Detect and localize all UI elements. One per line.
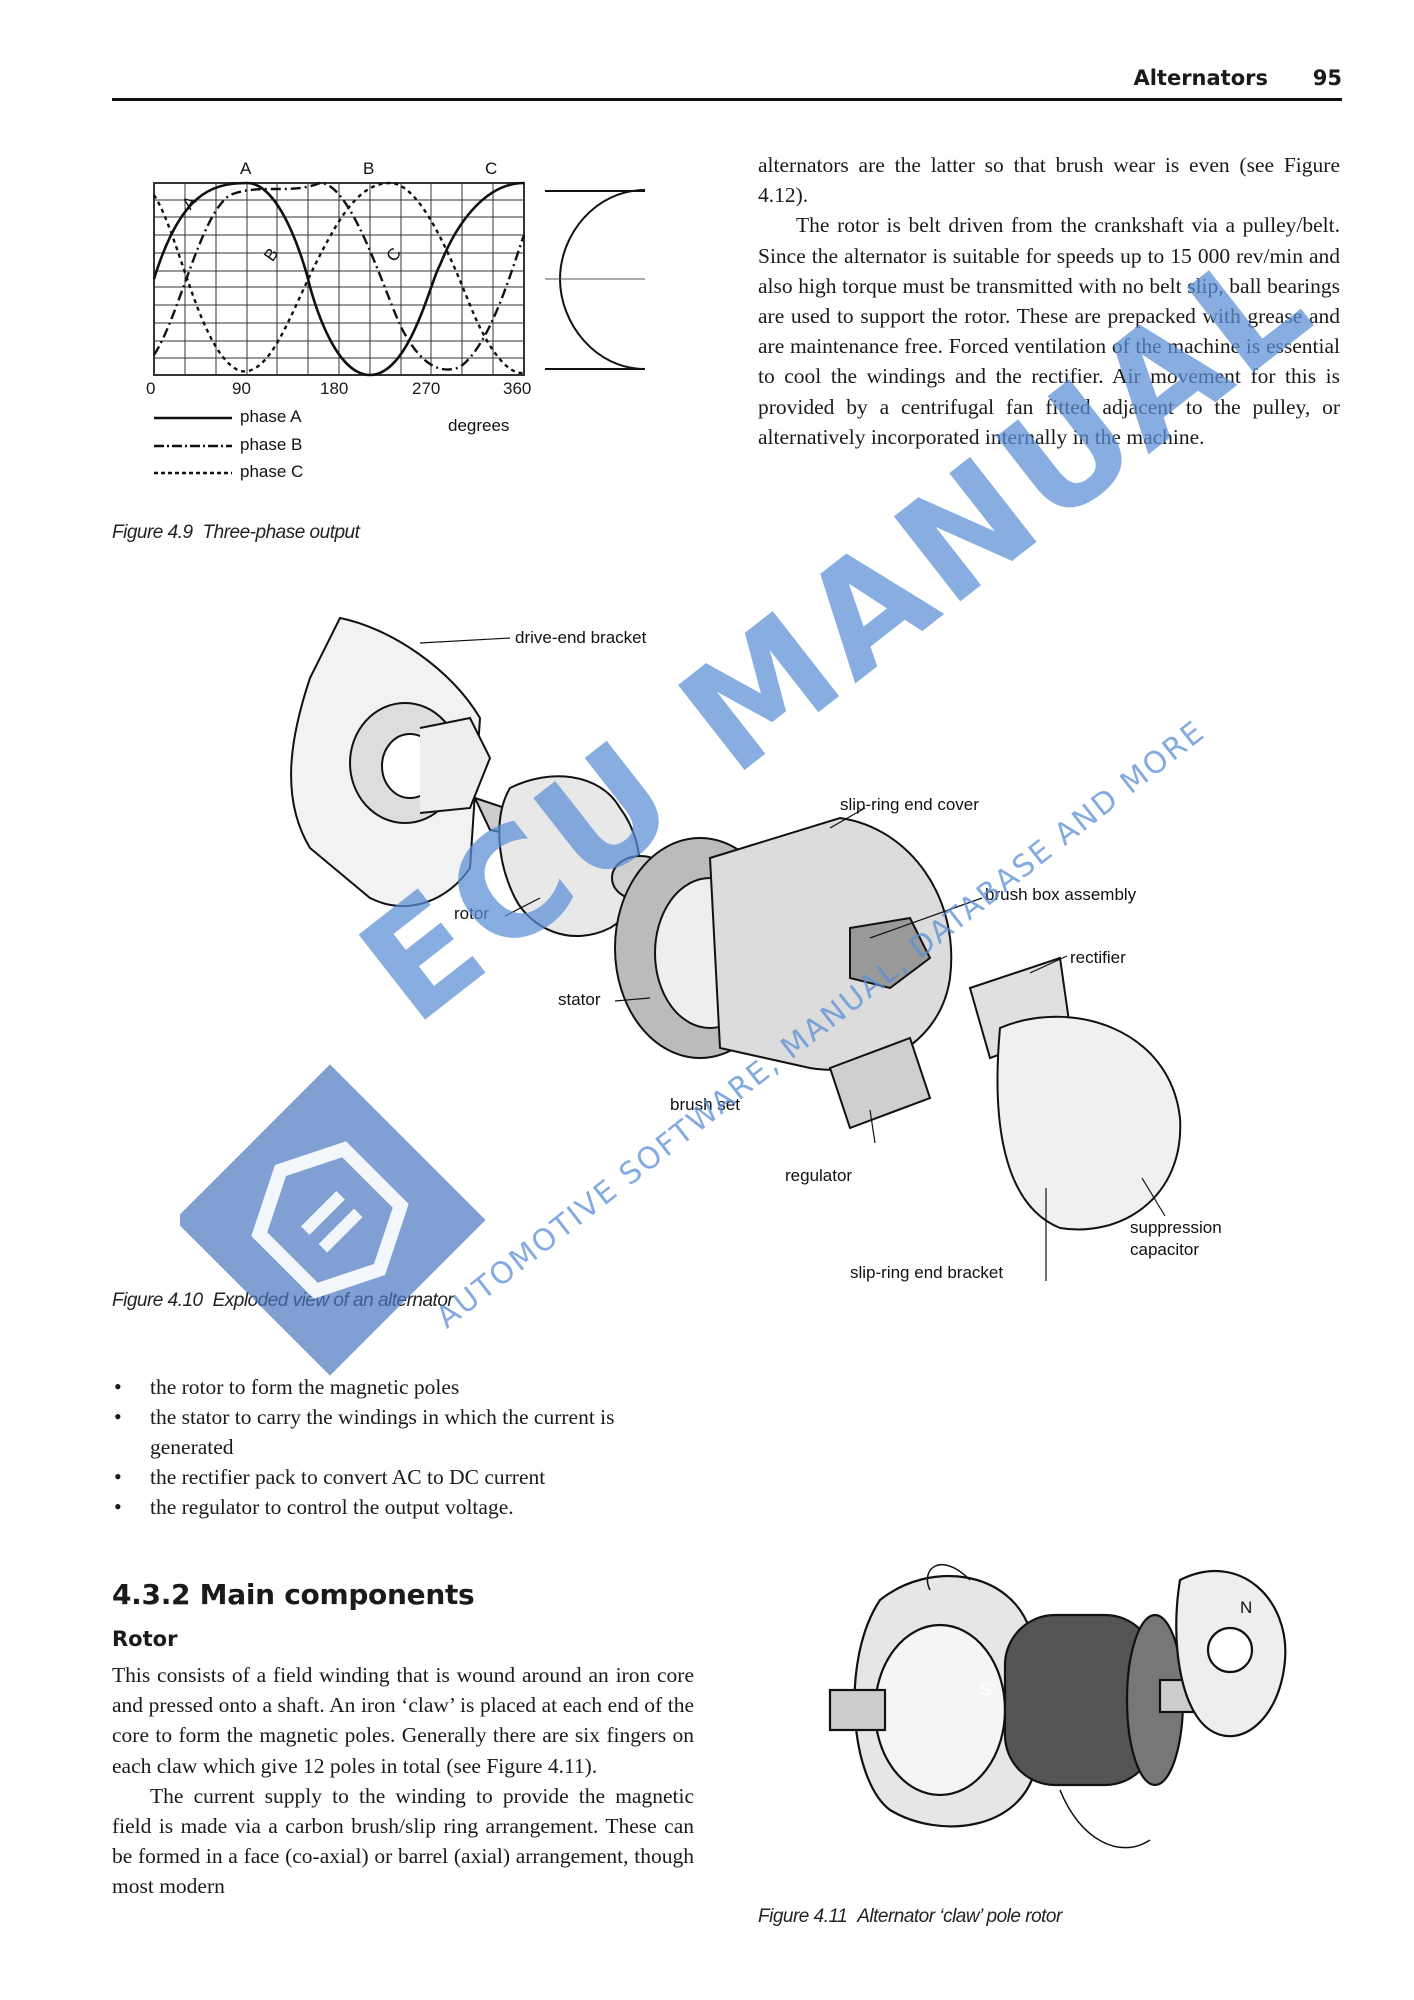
grid (153, 182, 525, 376)
section-heading: 4.3.2 Main components (112, 1578, 475, 1611)
label-stator: stator (558, 990, 601, 1009)
left-claw-face (873, 1623, 1007, 1797)
label-drive-end-bracket: drive-end bracket (515, 628, 647, 647)
claw-pole-rotor-drawing (828, 1564, 1287, 1849)
paragraph: The rotor is belt driven from the cranks… (758, 213, 1340, 449)
figure-4-9: A B C A B C 0 90 180 270 360 degrees pha… (140, 155, 660, 495)
label-rectifier: rectifier (1070, 948, 1126, 967)
list-item: the stator to carry the windings in whic… (112, 1402, 692, 1462)
tick-0: 0 (146, 379, 156, 398)
leader-brush-box (869, 897, 983, 939)
lead-wire (926, 1564, 1151, 1849)
figure-4-10: drive-end bracket slip-ring end cover br… (270, 598, 1250, 1288)
slip-ring-end-bracket-shape (996, 1015, 1182, 1231)
three-phase-diagram (152, 181, 646, 475)
tick-90: 90 (232, 379, 251, 398)
running-head: Alternators 95 (112, 64, 1342, 101)
leader-slip-ring-cover (829, 807, 866, 829)
phase-label-b: B (363, 159, 375, 178)
brush-box (849, 916, 932, 990)
tick-270: 270 (412, 379, 441, 398)
leader-rectifier (1029, 955, 1068, 974)
paragraph: This consists of a field winding that is… (112, 1663, 694, 1778)
right-claw-hub (1206, 1626, 1254, 1674)
axis-label-degrees: degrees (448, 416, 510, 435)
paragraph: alternators are the latter so that brush… (758, 153, 1340, 208)
leader-regulator (869, 1109, 876, 1144)
legend-phase-a: phase A (240, 407, 302, 426)
tick-360: 360 (503, 379, 532, 398)
paragraph: The current supply to the winding to pro… (112, 1783, 694, 1899)
figure-4-11: N S (820, 1540, 1290, 1870)
bearing-plate (419, 716, 492, 814)
label-rotor: rotor (454, 904, 489, 923)
rotor-text: This consists of a field winding that is… (112, 1660, 694, 1902)
label-regulator: regulator (785, 1166, 853, 1185)
page-number: 95 (1312, 66, 1342, 90)
leader-rotor (504, 897, 541, 917)
legend-phase-c: phase C (240, 462, 304, 481)
exploded-alternator-drawing (290, 616, 1182, 1281)
subsection-heading: Rotor (112, 1627, 178, 1651)
regulator-shape (828, 1036, 932, 1130)
phase-c-curve (152, 181, 525, 375)
label-capacitor: capacitor (1130, 1240, 1199, 1259)
tick-180: 180 (320, 379, 349, 398)
label-slip-ring-end-cover: slip-ring end cover (840, 795, 979, 814)
shaft-left (828, 1688, 887, 1732)
pole-label-s: S (980, 1680, 992, 1699)
phase-b-curve (152, 181, 526, 371)
rotor-claws (498, 775, 641, 937)
header-title: Alternators (1133, 66, 1268, 90)
phase-label-a: A (240, 159, 252, 178)
list-item: the rectifier pack to convert AC to DC c… (112, 1462, 692, 1492)
leader-suppression (1141, 1177, 1166, 1217)
leader-drive-end (419, 637, 511, 644)
label-brush-set: brush set (670, 1095, 740, 1114)
leader-stator (614, 997, 651, 1002)
list-item: the rotor to form the magnetic poles (112, 1372, 692, 1402)
phase-label-c: C (485, 159, 498, 178)
list-item: the regulator to control the output volt… (112, 1492, 692, 1522)
component-list: the rotor to form the magnetic poles the… (112, 1372, 692, 1522)
label-brush-box-assembly: brush box assembly (985, 885, 1137, 904)
label-suppression: suppression (1130, 1218, 1222, 1237)
legend-phase-b: phase B (240, 435, 303, 454)
phase-a-curve (152, 181, 525, 377)
label-slip-ring-end-bracket: slip-ring end bracket (850, 1263, 1004, 1282)
right-column-text: alternators are the latter so that brush… (758, 150, 1340, 452)
pole-label-n: N (1240, 1598, 1253, 1617)
